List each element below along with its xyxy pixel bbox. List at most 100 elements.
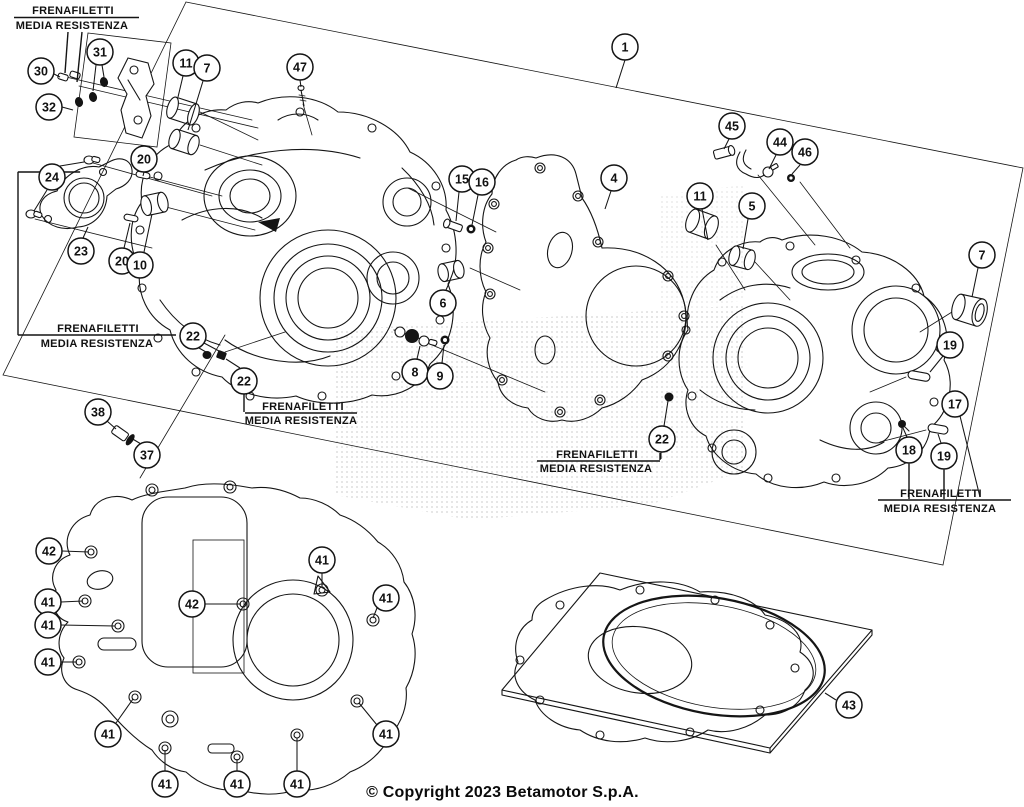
callout-43[interactable]: 43 bbox=[824, 691, 863, 719]
callout-19-top[interactable]: 19 bbox=[929, 331, 964, 373]
callout-circle[interactable] bbox=[766, 128, 794, 156]
callout-4[interactable]: 4 bbox=[600, 164, 628, 210]
callout-6[interactable]: 6 bbox=[429, 280, 457, 317]
callout-41-8[interactable]: 41 bbox=[308, 546, 336, 588]
callout-circle[interactable] bbox=[35, 93, 63, 121]
callout-10[interactable]: 10 bbox=[126, 213, 154, 279]
callout-number: 22 bbox=[237, 374, 251, 388]
callout-46[interactable]: 46 bbox=[791, 138, 819, 175]
callout-circle[interactable] bbox=[426, 362, 454, 390]
callout-circle[interactable] bbox=[223, 770, 251, 798]
callout-42-left[interactable]: 42 bbox=[35, 537, 90, 565]
callout-circle[interactable] bbox=[126, 251, 154, 279]
callout-45[interactable]: 45 bbox=[718, 112, 746, 150]
callout-number: 41 bbox=[158, 777, 172, 791]
bushing-11-right-part bbox=[685, 208, 719, 240]
callout-15[interactable]: 15 bbox=[448, 165, 476, 222]
callout-circle[interactable] bbox=[178, 590, 206, 618]
callout-number: 41 bbox=[315, 553, 329, 567]
callout-9[interactable]: 9 bbox=[426, 344, 454, 390]
callout-circle[interactable] bbox=[372, 720, 400, 748]
callout-circle[interactable] bbox=[27, 57, 55, 85]
callout-41-1[interactable]: 41 bbox=[34, 588, 84, 616]
callout-circle[interactable] bbox=[968, 241, 996, 269]
callout-24[interactable]: 24 bbox=[33, 161, 85, 212]
callout-22-a[interactable]: 22 bbox=[179, 322, 220, 353]
callout-circle[interactable] bbox=[308, 546, 336, 574]
callout-44[interactable]: 44 bbox=[766, 128, 794, 170]
callout-circle[interactable] bbox=[738, 192, 766, 220]
callout-41-10[interactable]: 41 bbox=[358, 702, 400, 748]
callout-leader-line bbox=[971, 267, 979, 298]
callout-41-9[interactable]: 41 bbox=[372, 584, 400, 619]
callout-circle[interactable] bbox=[286, 53, 314, 81]
callout-circle[interactable] bbox=[718, 112, 746, 140]
note-line2: MEDIA RESISTENZA bbox=[16, 20, 129, 32]
callout-circle[interactable] bbox=[34, 611, 62, 639]
callout-1[interactable]: 1 bbox=[611, 33, 639, 89]
callout-47[interactable]: 47 bbox=[286, 53, 314, 88]
callout-18[interactable]: 18 bbox=[895, 427, 923, 498]
callout-circle[interactable] bbox=[791, 138, 819, 166]
callout-7-left[interactable]: 7 bbox=[187, 54, 221, 131]
callout-leader-line bbox=[53, 73, 61, 78]
callout-circle[interactable] bbox=[283, 770, 311, 798]
callout-leader-line bbox=[959, 415, 981, 498]
callout-41-4[interactable]: 41 bbox=[94, 698, 134, 748]
callout-38[interactable]: 38 bbox=[84, 398, 117, 430]
callout-circle[interactable] bbox=[38, 163, 66, 191]
callout-circle[interactable] bbox=[35, 537, 63, 565]
callout-circle[interactable] bbox=[133, 441, 161, 469]
callout-42-center[interactable]: 42 bbox=[178, 590, 241, 618]
callout-22-c[interactable]: 22 bbox=[648, 400, 676, 459]
callout-circle[interactable] bbox=[86, 38, 114, 66]
callout-circle[interactable] bbox=[193, 54, 221, 82]
callout-circle[interactable] bbox=[611, 33, 639, 61]
callout-circle[interactable] bbox=[686, 182, 714, 210]
note-line2: MEDIA RESISTENZA bbox=[245, 415, 358, 427]
callout-41-7[interactable]: 41 bbox=[283, 738, 311, 798]
callout-11-left[interactable]: 11 bbox=[172, 49, 200, 98]
callout-circle[interactable] bbox=[84, 398, 112, 426]
callout-circle[interactable] bbox=[930, 442, 958, 470]
callout-circle[interactable] bbox=[429, 289, 457, 317]
callout-circle[interactable] bbox=[94, 720, 122, 748]
callout-number: 22 bbox=[186, 329, 200, 343]
callout-32[interactable]: 32 bbox=[35, 93, 74, 121]
callout-41-5[interactable]: 41 bbox=[151, 750, 179, 798]
callout-circle[interactable] bbox=[34, 648, 62, 676]
callout-20-top[interactable]: 20 bbox=[130, 145, 158, 177]
callout-19-bottom[interactable]: 19 bbox=[930, 433, 958, 498]
callout-41-3[interactable]: 41 bbox=[34, 648, 77, 676]
callout-circle[interactable] bbox=[895, 436, 923, 464]
callout-circle[interactable] bbox=[372, 584, 400, 612]
callout-circle[interactable] bbox=[151, 770, 179, 798]
callout-17[interactable]: 17 bbox=[941, 390, 981, 498]
callout-22-b[interactable]: 22 bbox=[225, 358, 258, 411]
callout-16[interactable]: 16 bbox=[468, 168, 496, 226]
callout-circle[interactable] bbox=[468, 168, 496, 196]
callout-circle[interactable] bbox=[648, 425, 676, 453]
callout-41-6[interactable]: 41 bbox=[223, 759, 251, 798]
callout-number: 32 bbox=[42, 100, 56, 114]
callout-41-2[interactable]: 41 bbox=[34, 611, 116, 639]
callout-number: 31 bbox=[93, 45, 107, 59]
callout-circle[interactable] bbox=[941, 390, 969, 418]
callout-leader-line bbox=[723, 138, 730, 150]
callout-circle[interactable] bbox=[67, 237, 95, 265]
callout-31[interactable]: 31 bbox=[86, 38, 114, 92]
callout-circle[interactable] bbox=[179, 322, 207, 350]
callout-7-right[interactable]: 7 bbox=[968, 241, 996, 298]
callout-30[interactable]: 30 bbox=[27, 57, 61, 85]
callout-23[interactable]: 23 bbox=[67, 226, 95, 265]
callout-circle[interactable] bbox=[230, 367, 258, 395]
callout-11-right[interactable]: 11 bbox=[686, 182, 714, 241]
callout-circle[interactable] bbox=[600, 164, 628, 192]
callout-circle[interactable] bbox=[130, 145, 158, 173]
callout-5[interactable]: 5 bbox=[738, 192, 766, 250]
callout-circle[interactable] bbox=[835, 691, 863, 719]
callout-circle[interactable] bbox=[936, 331, 964, 359]
callout-37[interactable]: 37 bbox=[130, 437, 161, 469]
